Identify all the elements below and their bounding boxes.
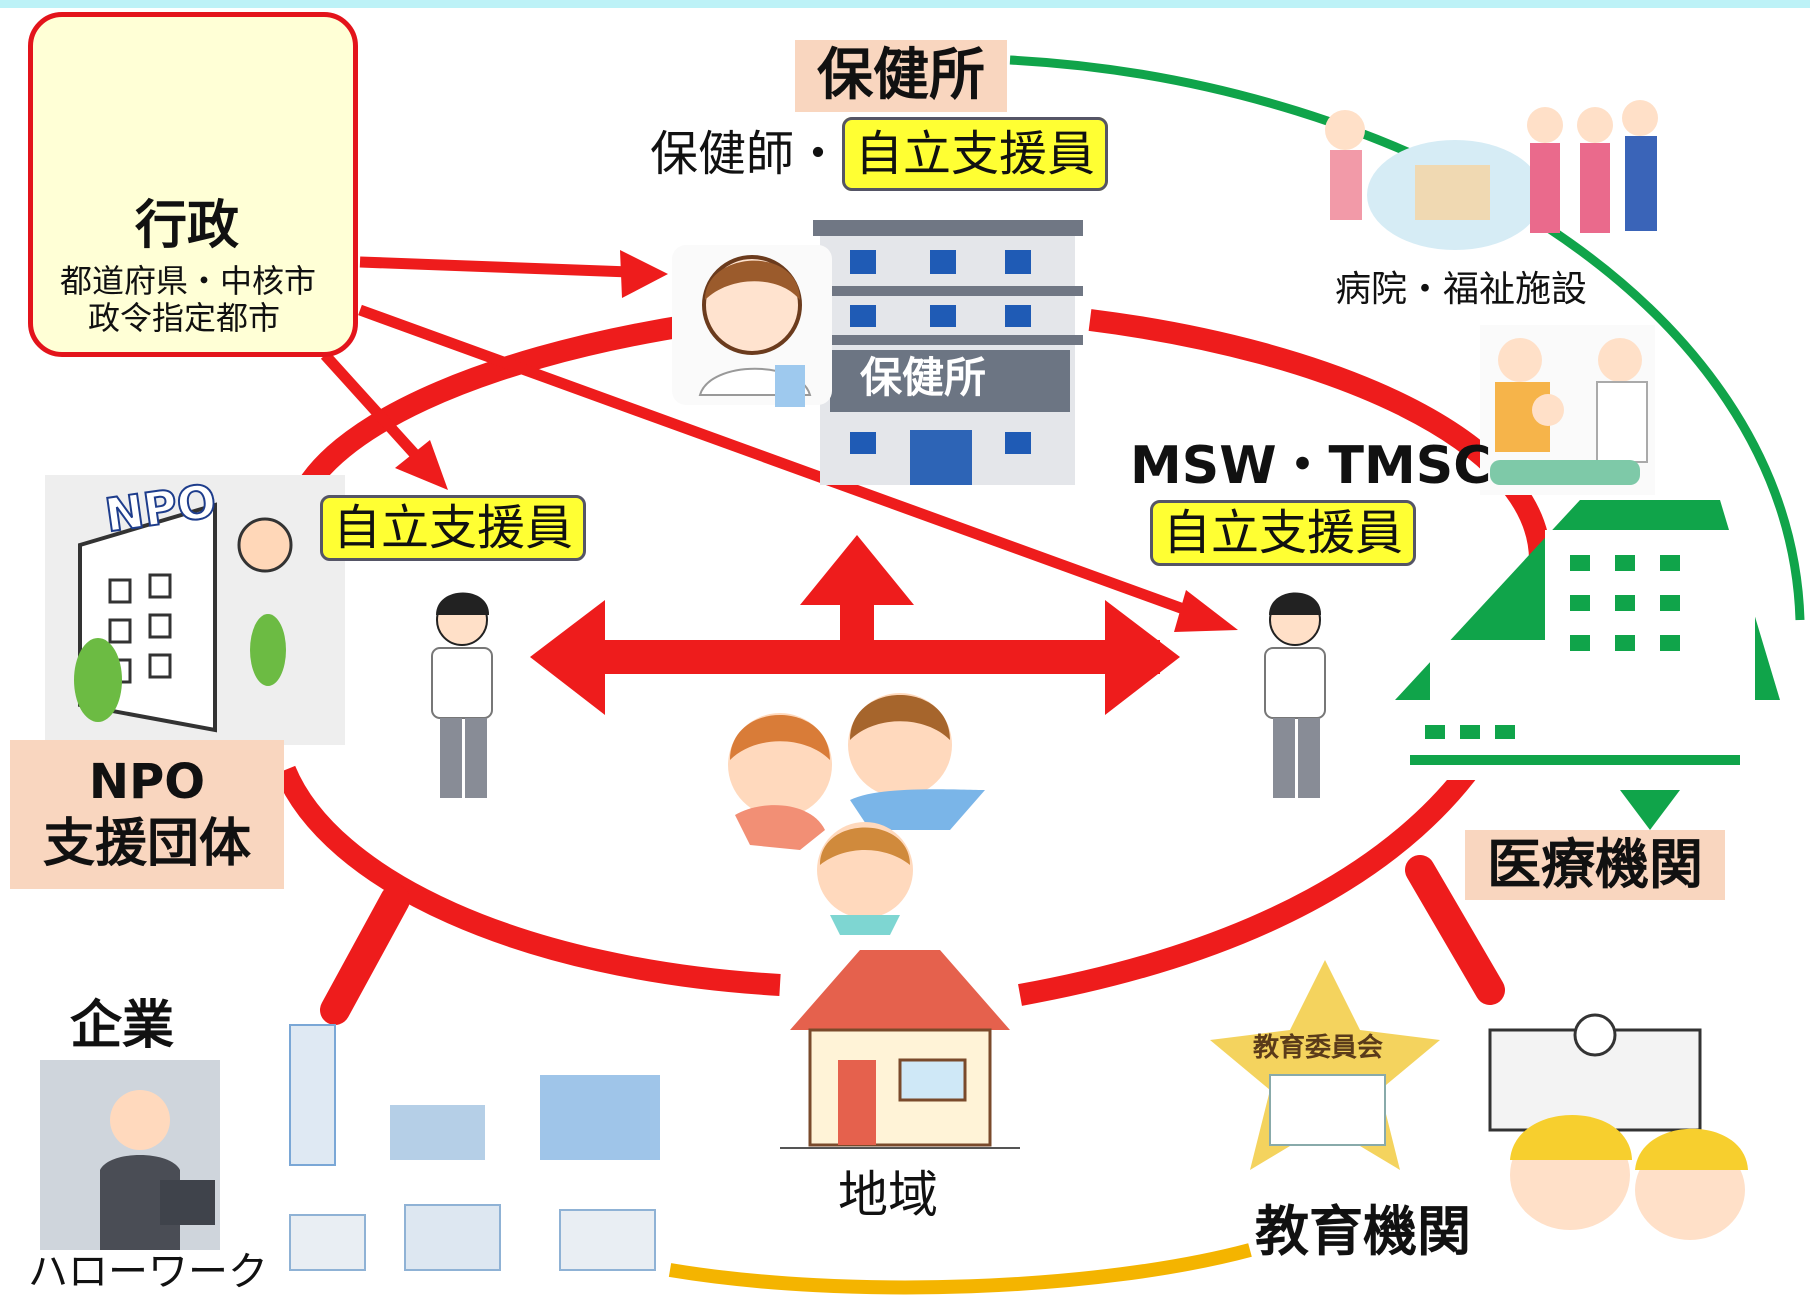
medical-support-worker-badge: 自立支援員 (1150, 500, 1417, 566)
support-worker-right (1264, 592, 1326, 798)
npo-name: NPO 支援団体 (10, 740, 284, 889)
government-box (28, 12, 358, 357)
education-board-star (1210, 960, 1440, 1170)
health-center-staff-prefix: 保健師・ (650, 126, 843, 182)
health-center-label: 保健所 (795, 40, 1007, 112)
government-title: 行政 (135, 196, 240, 256)
company-label: 企業 (70, 996, 175, 1056)
network-spokes (320, 855, 1505, 1025)
npo-support-worker-badge: 自立支援員 (320, 495, 587, 561)
family-illustration (728, 693, 985, 935)
public-health-nurse-illustration (672, 245, 832, 407)
hospital-welfare-label: 病院・福祉施設 (1335, 269, 1588, 310)
hello-work-label: ハローワーク (28, 1249, 268, 1295)
support-worker-left (431, 592, 493, 798)
health-center-staff: 保健師・自立支援員 (650, 117, 1109, 191)
school-children-illustration (1488, 1013, 1748, 1240)
npo-name-line2: 支援団体 (42, 814, 251, 874)
government-line1: 都道府県・中核市 (60, 262, 317, 300)
npo-building (45, 475, 345, 745)
health-center-building-sign: 保健所 (860, 353, 987, 402)
hospital-welfare-illustration (1325, 100, 1658, 250)
medical-building-icon (1395, 500, 1780, 830)
central-arrows (530, 535, 1180, 715)
government-line2: 政令指定都市 (88, 299, 281, 337)
education-institution-label: 教育機関 (1255, 1200, 1471, 1263)
top-border (0, 0, 1810, 8)
medical-staff-label: MSW・TMSC (1130, 436, 1492, 496)
pediatric-exam-illustration (1480, 325, 1655, 495)
house-illustration (780, 950, 1020, 1149)
health-center-building (813, 220, 1083, 485)
admin-arrows (320, 250, 1238, 632)
medical-institution-label: 医療機関 (1465, 830, 1725, 900)
company-buildings-illustration (40, 1024, 660, 1271)
company-education-link-arc (668, 1243, 1252, 1295)
npo-logo: NPO (101, 473, 221, 544)
npo-name-line1: NPO (88, 754, 206, 810)
health-center-support-worker-badge: 自立支援員 (842, 117, 1109, 191)
education-board-label: 教育委員会 (1253, 1033, 1384, 1063)
community-label: 地域 (838, 1166, 938, 1224)
